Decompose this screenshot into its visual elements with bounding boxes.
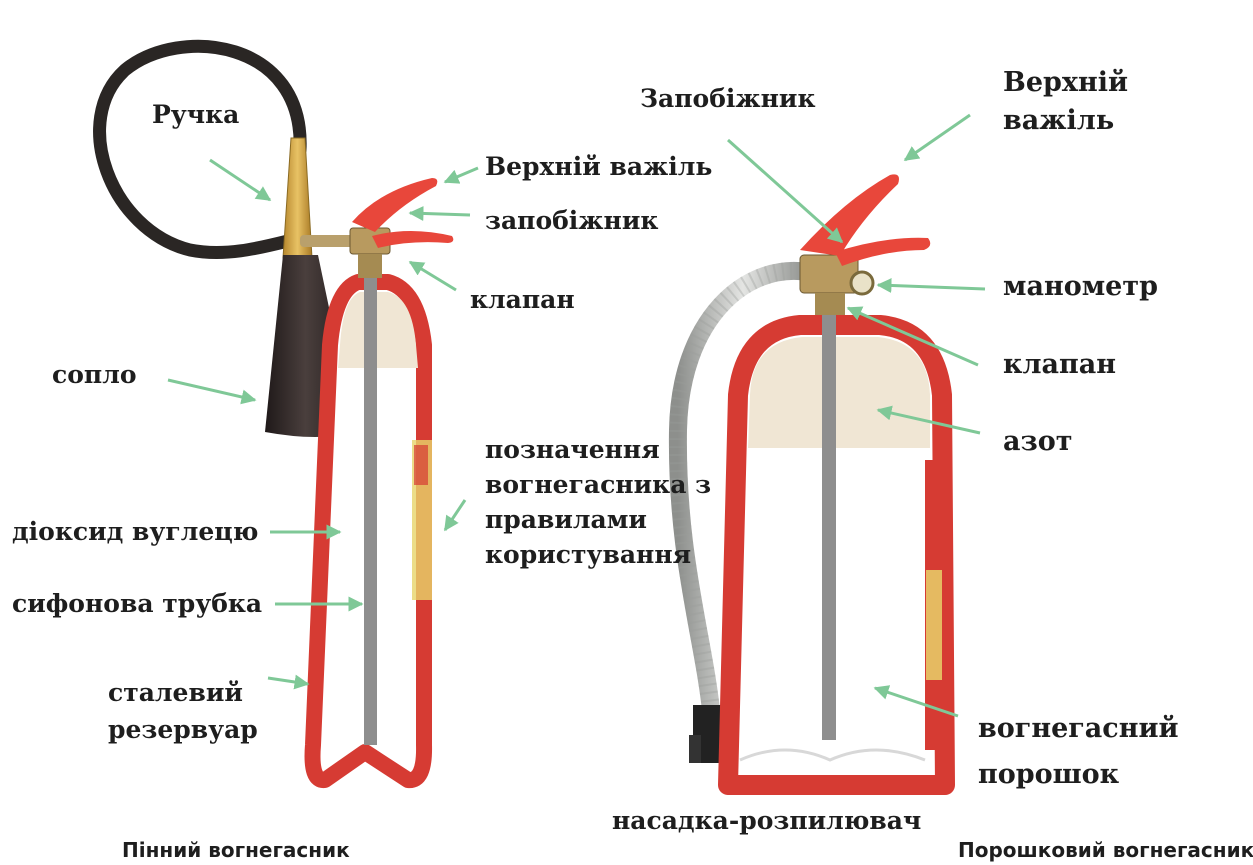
arrow-co2-valve <box>410 262 456 290</box>
label-powder-top-lever: Верхній важіль <box>1003 64 1128 140</box>
arrow-powder-safety-pin <box>728 140 842 242</box>
powder-siphon-tube <box>822 300 836 740</box>
label-powder-safety-pin: Запобіжник <box>640 84 816 114</box>
arrow-co2-marking <box>445 500 465 530</box>
powder-extinguisher <box>678 174 945 785</box>
label-co2-marking: позначення вогнегасника з правилами кори… <box>485 432 711 572</box>
label-co2-carbon-dioxide: діоксид вуглецю <box>12 517 258 547</box>
label-co2-siphon-tube: сифонова трубка <box>12 589 262 619</box>
co2-top-lever <box>352 178 437 232</box>
powder-pressure-gauge <box>851 272 873 294</box>
co2-siphon-tube <box>364 275 377 745</box>
arrow-co2-handle <box>210 160 270 200</box>
arrow-co2-nozzle <box>168 380 255 400</box>
arrow-co2-steel-tank <box>268 678 308 684</box>
label-co2-valve: клапан <box>470 285 575 315</box>
label-powder-valve: клапан <box>1003 348 1116 381</box>
label-co2-nozzle: сопло <box>52 360 137 390</box>
label-powder-pressure-gauge: манометр <box>1003 270 1158 303</box>
label-co2-top-lever: Верхній важіль <box>485 152 712 182</box>
arrow-powder-top-lever <box>905 115 970 160</box>
co2-extinguisher <box>100 46 454 780</box>
arrow-co2-safety-pin <box>410 213 470 215</box>
label-powder-extinguishing-powder: вогнегасний порошок <box>978 706 1179 798</box>
co2-lower-lever <box>372 231 453 248</box>
label-powder-nitrogen: азот <box>1003 425 1072 458</box>
co2-hose <box>100 46 301 252</box>
arrow-co2-top-lever <box>445 168 478 182</box>
arrow-powder-gauge <box>878 285 985 289</box>
label-co2-handle: Ручка <box>152 100 239 130</box>
caption-powder-extinguisher: Порошковий вогнегасник <box>958 838 1253 862</box>
label-co2-steel-tank: сталевий резервуар <box>108 674 258 748</box>
caption-co2-extinguisher: Пінний вогнегасник <box>122 838 350 862</box>
powder-lower-lever <box>835 238 930 266</box>
powder-nitrogen-fill <box>748 337 930 448</box>
label-co2-safety-pin: запобіжник <box>485 206 658 236</box>
label-powder-spray-nozzle: насадка-розпилювач <box>612 806 921 836</box>
